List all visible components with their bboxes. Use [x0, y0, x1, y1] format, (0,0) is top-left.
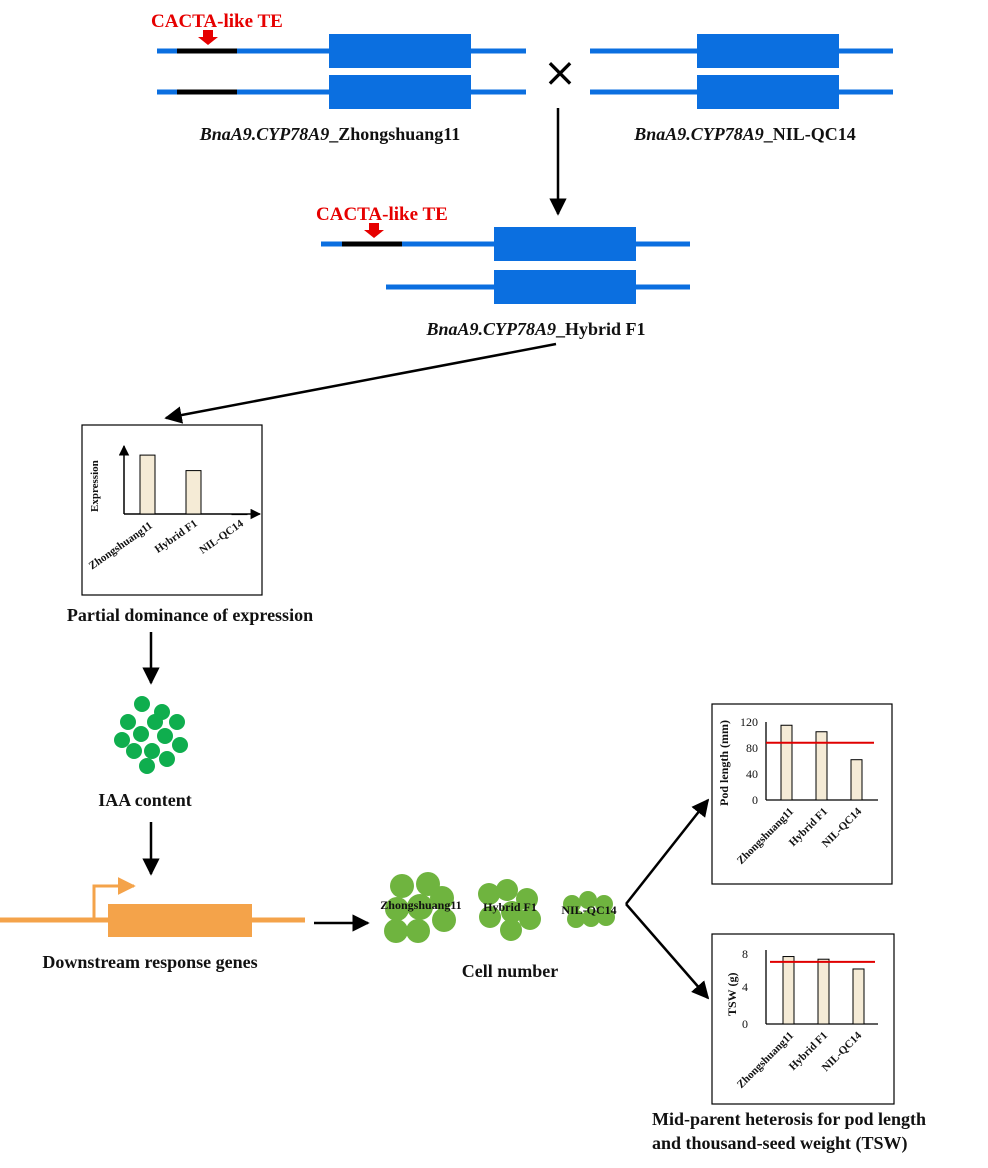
y-tick-label: 40: [746, 767, 758, 781]
gene-body: [329, 75, 471, 109]
arrow-to-pod-length: [625, 798, 710, 905]
final-caption-line1: Mid-parent heterosis for pod length: [652, 1109, 926, 1129]
cell-group-label: NIL-QC14: [561, 903, 616, 917]
cell-group-label: Hybrid F1: [483, 900, 537, 914]
arrow-to-expression: [164, 342, 557, 424]
expression-frame: [81, 424, 263, 596]
iaa-label: IAA content: [98, 790, 192, 810]
te-label: CACTA-like TE: [151, 11, 283, 32]
cell-cluster-hybrid: [478, 879, 541, 941]
te-insertion-arrow-icon: [364, 223, 384, 238]
te-label: CACTA-like TE: [316, 204, 448, 225]
y-tick-label: 8: [742, 947, 748, 961]
gene-body: [329, 34, 471, 68]
pod-length-y-label: Pod length (mm): [717, 720, 731, 806]
nil-qc14-allele: BnaA9.CYP78A9_NIL-QC14: [590, 34, 893, 144]
gene-body: [697, 34, 839, 68]
y-tick-label: 120: [740, 715, 758, 729]
y-tick-label: 0: [752, 793, 758, 807]
bar-nil-qc14: [231, 513, 248, 516]
bar-hybrid-f1: [185, 470, 202, 515]
cell-cluster-zhongshuang11: [384, 872, 456, 943]
expression-panel: Expression Zhongshuang11 Hybrid F1 NIL-Q…: [81, 424, 263, 596]
transcription-start-arrow-icon: [92, 877, 136, 918]
arrow-to-tsw: [625, 903, 710, 1000]
bar-zhongshuang11: [782, 956, 795, 1025]
downstream-label: Downstream response genes: [42, 952, 257, 972]
iaa-molecules: [114, 696, 188, 774]
expression-caption: Partial dominance of expression: [67, 605, 313, 625]
allele-label-nil-qc14: BnaA9.CYP78A9_NIL-QC14: [633, 124, 856, 144]
bar-hybrid-f1: [815, 731, 828, 801]
allele-label-hybrid: BnaA9.CYP78A9_Hybrid F1: [425, 319, 645, 339]
y-tick-label: 80: [746, 741, 758, 755]
tsw-panel: TSW (g) 8 4 0 Zhongshuang11 Hybrid F1 NI…: [711, 933, 895, 1105]
bar-nil-qc14: [852, 968, 865, 1025]
gene-body: [108, 904, 252, 937]
cell-number-label: Cell number: [462, 961, 559, 981]
bar-nil-qc14: [850, 759, 863, 801]
final-caption-line2: and thousand-seed weight (TSW): [652, 1133, 908, 1154]
allele-label-zhongshuang11: BnaA9.CYP78A9_Zhongshuang11: [199, 124, 461, 144]
hybrid-f1-allele: CACTA-like TE BnaA9.CYP78A9_Hybrid F1: [316, 204, 690, 339]
expression-y-label: Expression: [89, 460, 101, 512]
y-tick-label: 0: [742, 1017, 748, 1031]
gene-body: [494, 270, 636, 304]
y-tick-label: 4: [742, 980, 748, 994]
pod-length-panel: Pod length (mm) 120 80 40 0 Zhongshuang1…: [711, 703, 893, 885]
gene-body: [697, 75, 839, 109]
te-insertion-arrow-icon: [198, 30, 218, 45]
cell-group-label: Zhongshuang11: [380, 898, 461, 912]
bar-zhongshuang11: [780, 724, 793, 801]
bar-hybrid-f1: [817, 958, 830, 1025]
tsw-y-label: TSW (g): [725, 973, 739, 1016]
cell-cluster-nil-qc14: [563, 891, 615, 928]
gene-body: [494, 227, 636, 261]
zhongshuang11-allele: CACTA-like TE BnaA9.CYP78A9_Zhongshuang1…: [151, 11, 526, 144]
cross-icon: ×: [543, 50, 577, 96]
downstream-gene: [0, 877, 305, 937]
bar-zhongshuang11: [139, 454, 156, 515]
